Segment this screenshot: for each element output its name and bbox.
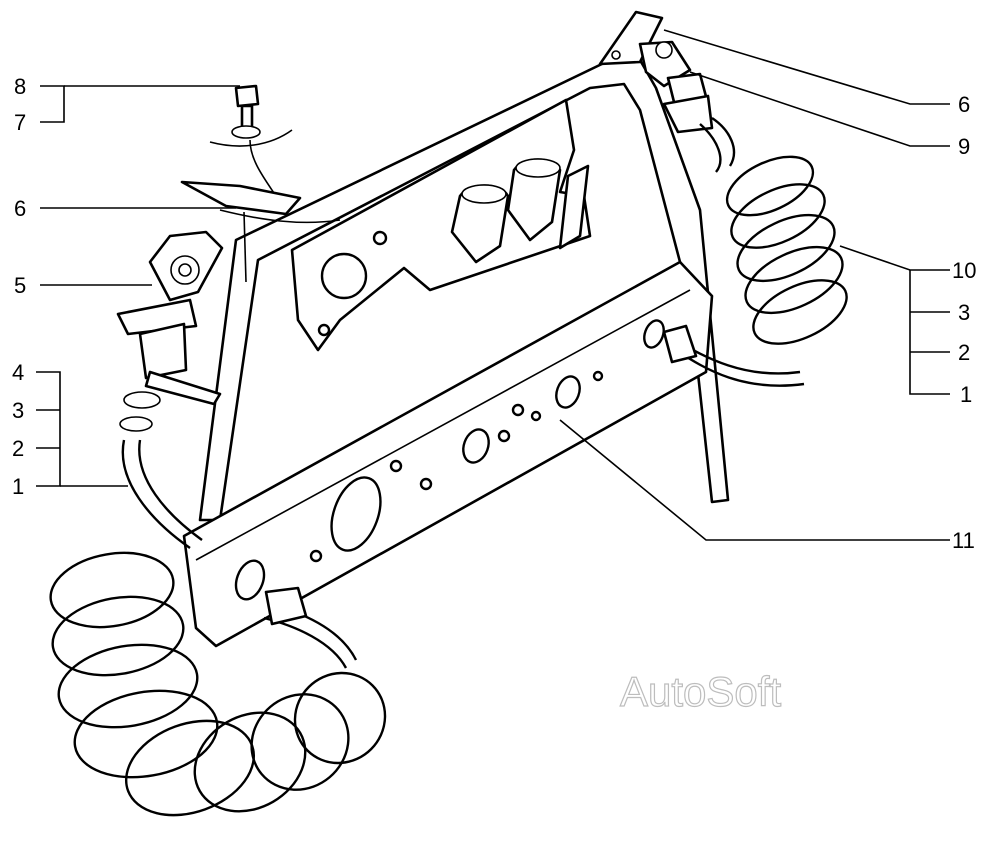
callout-3-right: 3 <box>958 300 970 325</box>
callout-6-left: 6 <box>14 196 26 221</box>
callout-1-right: 1 <box>960 382 972 407</box>
callout-11: 11 <box>952 528 975 553</box>
callout-8: 8 <box>14 74 26 99</box>
callout-2-right: 2 <box>958 340 970 365</box>
leader-lines <box>36 29 950 541</box>
callout-1-left: 1 <box>12 474 24 499</box>
right-spiral-hose <box>662 117 848 387</box>
left-coupling-head <box>116 230 224 406</box>
callout-10: 10 <box>952 258 976 283</box>
bolt-assembly <box>180 84 341 283</box>
callout-7: 7 <box>14 110 26 135</box>
callout-2-left: 2 <box>12 436 24 461</box>
bracket-frame <box>198 10 730 522</box>
cross-beam <box>182 260 714 648</box>
watermark: AutoSoft <box>620 668 781 715</box>
callout-4: 4 <box>12 360 24 385</box>
callout-5: 5 <box>14 273 26 298</box>
left-spiral-hose <box>49 391 387 817</box>
callout-3-left: 3 <box>12 398 24 423</box>
callout-6-right: 6 <box>958 92 970 117</box>
callout-9: 9 <box>958 134 970 159</box>
right-coupling-head <box>638 40 714 134</box>
